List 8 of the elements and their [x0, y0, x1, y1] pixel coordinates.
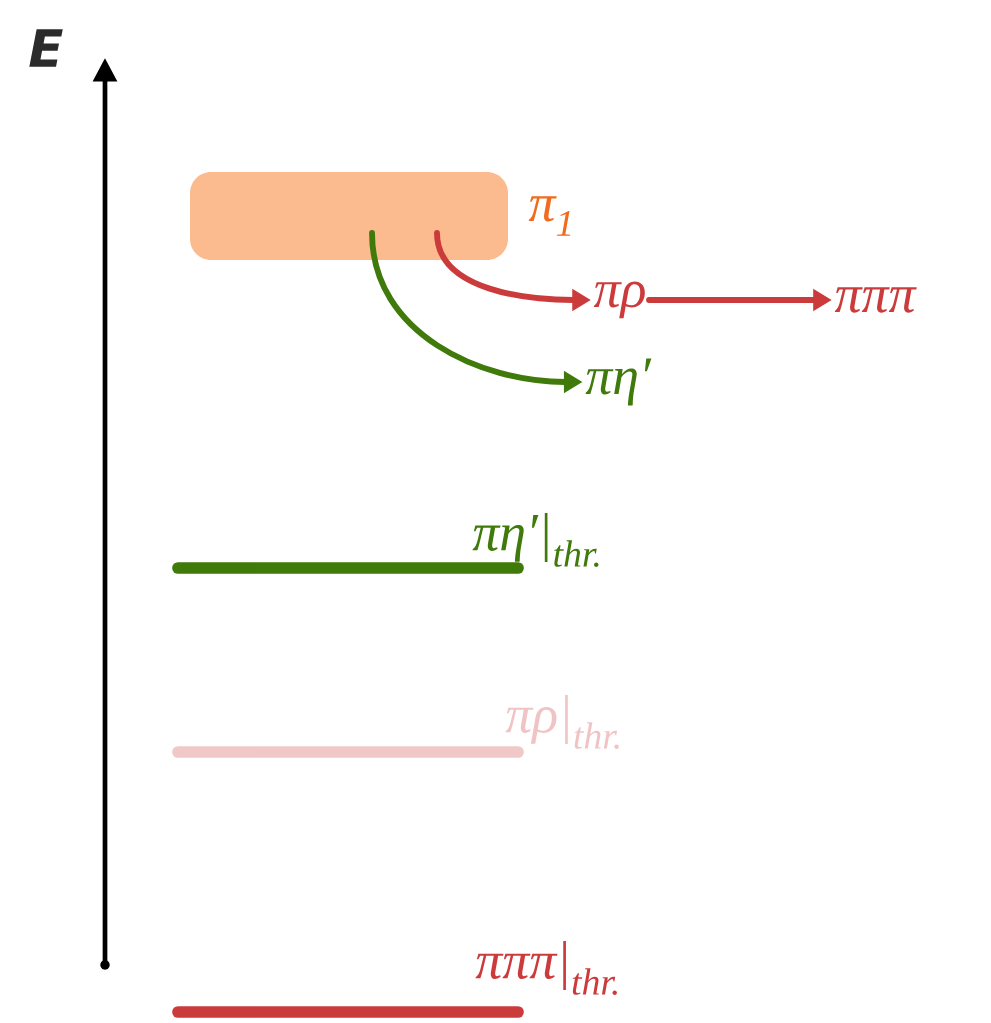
decay-channel-label: πη′	[585, 358, 652, 406]
decay-channel-label: πρ	[593, 281, 645, 319]
threshold-label: πη′|$_{thr.}$	[472, 512, 599, 567]
threshold-label: πρ|$_{thr.}$	[505, 694, 619, 749]
axis-label: E	[29, 29, 63, 67]
decay-channel-label: πππ	[834, 287, 917, 313]
threshold-label: πππ|$_{thr.}$	[475, 940, 617, 996]
state-label: π$_{1}$	[528, 196, 571, 236]
